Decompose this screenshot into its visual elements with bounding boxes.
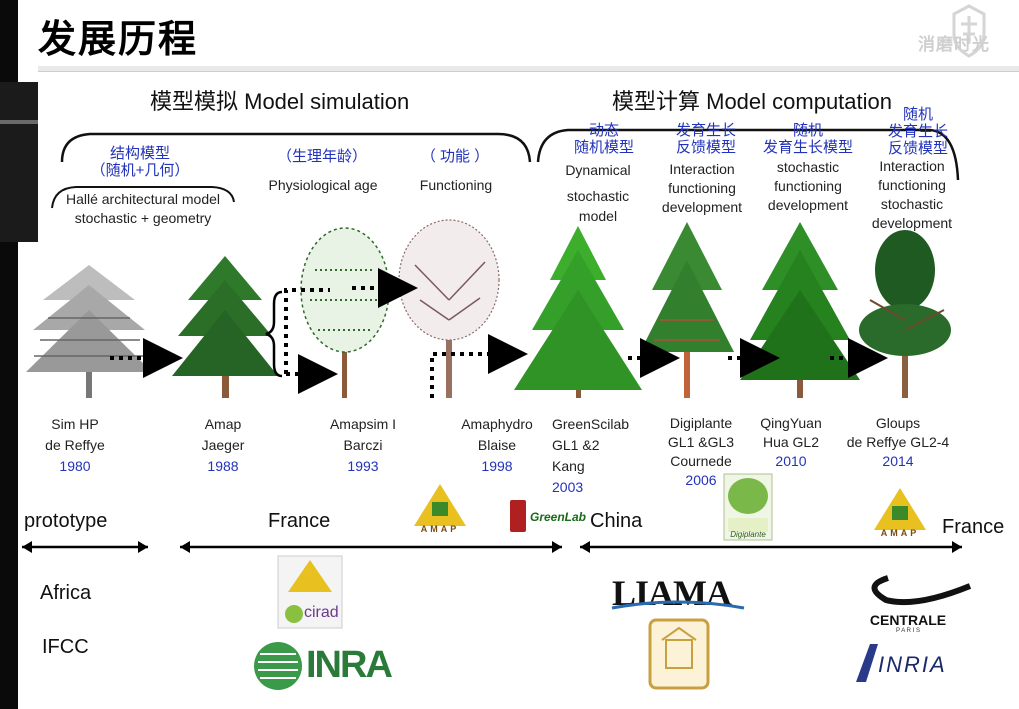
tree-amap-icon: [172, 256, 278, 398]
university-seal-logo: [648, 618, 710, 690]
title-divider: [38, 66, 1019, 72]
category-physiological-en: Physiological age: [268, 177, 378, 193]
category-functioning-cn: （ 功能 ）: [420, 148, 490, 165]
digiplante-logo: Digiplante: [723, 473, 773, 541]
category-functioning-en: Functioning: [419, 177, 493, 193]
amap-logo-2: AMAP: [872, 486, 928, 540]
region-timeline-arrows: [22, 541, 962, 553]
tree-simhp-icon: [26, 265, 152, 398]
inra-logo: INRA: [252, 640, 393, 692]
tree-gloups-icon: [859, 230, 951, 398]
side-panel: [0, 82, 38, 242]
region-prototype: prototype: [24, 510, 108, 532]
row-ifcc: IFCC: [42, 636, 89, 658]
slide-title: 发展历程: [38, 19, 199, 61]
university-emblem-icon: [952, 4, 986, 58]
category-stochastic-interaction-cn: 随机发育生长反馈模型: [887, 106, 948, 157]
category-structural-cn: 结构模型（随机+几何）: [90, 145, 190, 179]
region-china: China: [590, 510, 643, 532]
tree-timeline-illustration: [26, 219, 951, 398]
inria-logo: INRIA: [852, 642, 964, 684]
watermark-text: 消磨时光: [918, 35, 990, 54]
amap-cirad-logo: cirad: [277, 555, 343, 629]
liama-logo: LIAMA: [611, 572, 745, 613]
tree-amaphydro-icon: [398, 219, 500, 398]
category-stochastic-cn: 随机发育生长模型: [762, 122, 853, 156]
tree-greenscilab-icon: [514, 226, 642, 398]
category-dynamic-cn: 动态随机模型: [573, 122, 634, 156]
region-france: France: [268, 510, 331, 532]
tree-qingyuan-icon: [740, 222, 860, 398]
tree-digiplante-icon: [640, 222, 734, 398]
category-physiological-cn: （生理年龄）: [276, 148, 367, 165]
amap-logo: AMAP: [412, 482, 468, 536]
category-interaction-cn: 发育生长反馈模型: [675, 122, 736, 156]
category-braces: [51, 128, 960, 209]
row-africa: Africa: [40, 582, 92, 604]
model-computation-heading: 模型计算 Model computation: [612, 89, 892, 114]
greenlab-logo: GreenLab: [510, 498, 586, 538]
model-simulation-heading: 模型模拟 Model simulation: [150, 89, 410, 114]
centrale-paris-logo: CENTRALE P A R I S: [852, 572, 976, 638]
region-france-2: France: [942, 516, 1005, 538]
